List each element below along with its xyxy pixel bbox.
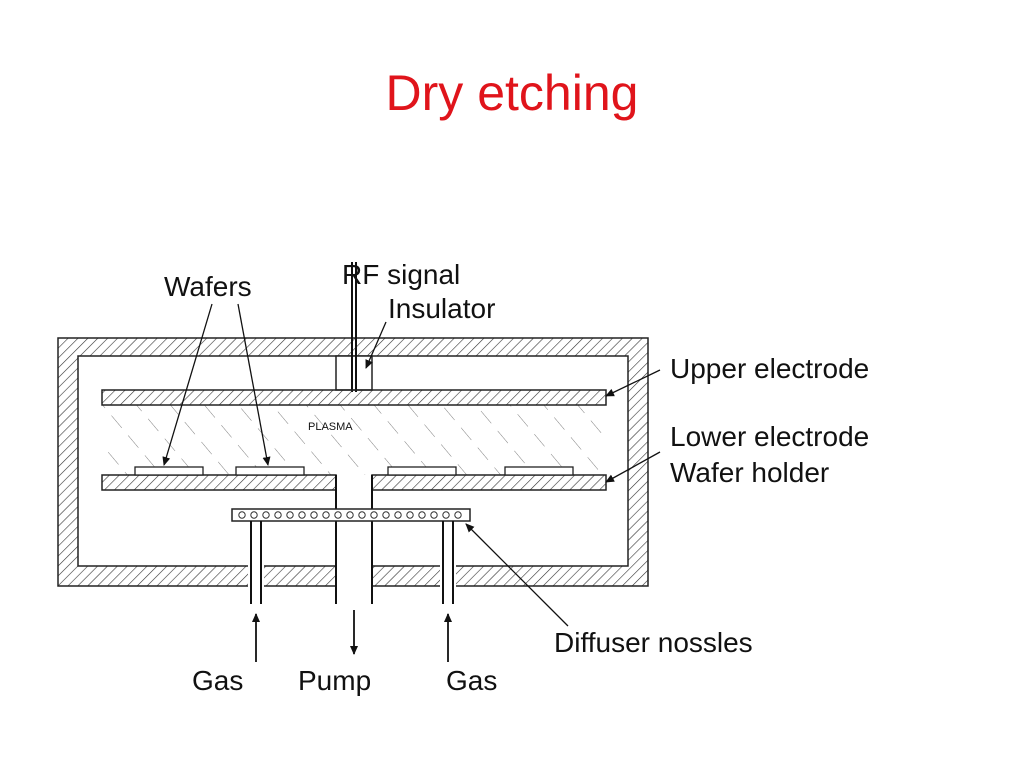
wafer	[134, 466, 204, 476]
lower-electrode-left	[101, 474, 337, 491]
lower-electrode-label: Lower electrode	[670, 421, 869, 452]
upper-electrode-label: Upper electrode	[670, 353, 869, 384]
pump-label: Pump	[298, 665, 371, 696]
plasma-label: PLASMA	[308, 421, 353, 433]
upper-electrode-leader	[605, 369, 661, 397]
wafer	[387, 466, 457, 476]
wafer-holder-label: Wafer holder	[670, 457, 829, 488]
insulator-leader	[365, 321, 387, 369]
plasma-region	[102, 405, 606, 475]
diffuser-nozzles-label: Diffuser nossles	[554, 627, 753, 658]
chamber-wall	[57, 337, 649, 587]
insulator	[335, 355, 373, 391]
slide-title: Dry etching	[385, 65, 639, 121]
gas-line-left	[250, 521, 262, 604]
diffuser-nozzles	[238, 511, 462, 519]
gas-right-label: Gas	[446, 665, 497, 696]
wafer	[235, 466, 305, 476]
insulator-label: Insulator	[388, 293, 495, 324]
wafers-leader-1	[162, 303, 213, 466]
lower-electrode-right	[371, 474, 607, 491]
wafers-label: Wafers	[164, 271, 252, 302]
upper-electrode	[101, 389, 607, 406]
lower-electrode-leader	[605, 451, 661, 483]
wafers-leader-2	[237, 303, 271, 466]
gas-line-right	[442, 521, 454, 604]
rf-signal-label: RF signal	[342, 259, 460, 290]
wafer	[504, 466, 574, 476]
diffuser-leader	[465, 523, 569, 627]
gas-left-label: Gas	[192, 665, 243, 696]
pump-opening	[336, 565, 372, 588]
